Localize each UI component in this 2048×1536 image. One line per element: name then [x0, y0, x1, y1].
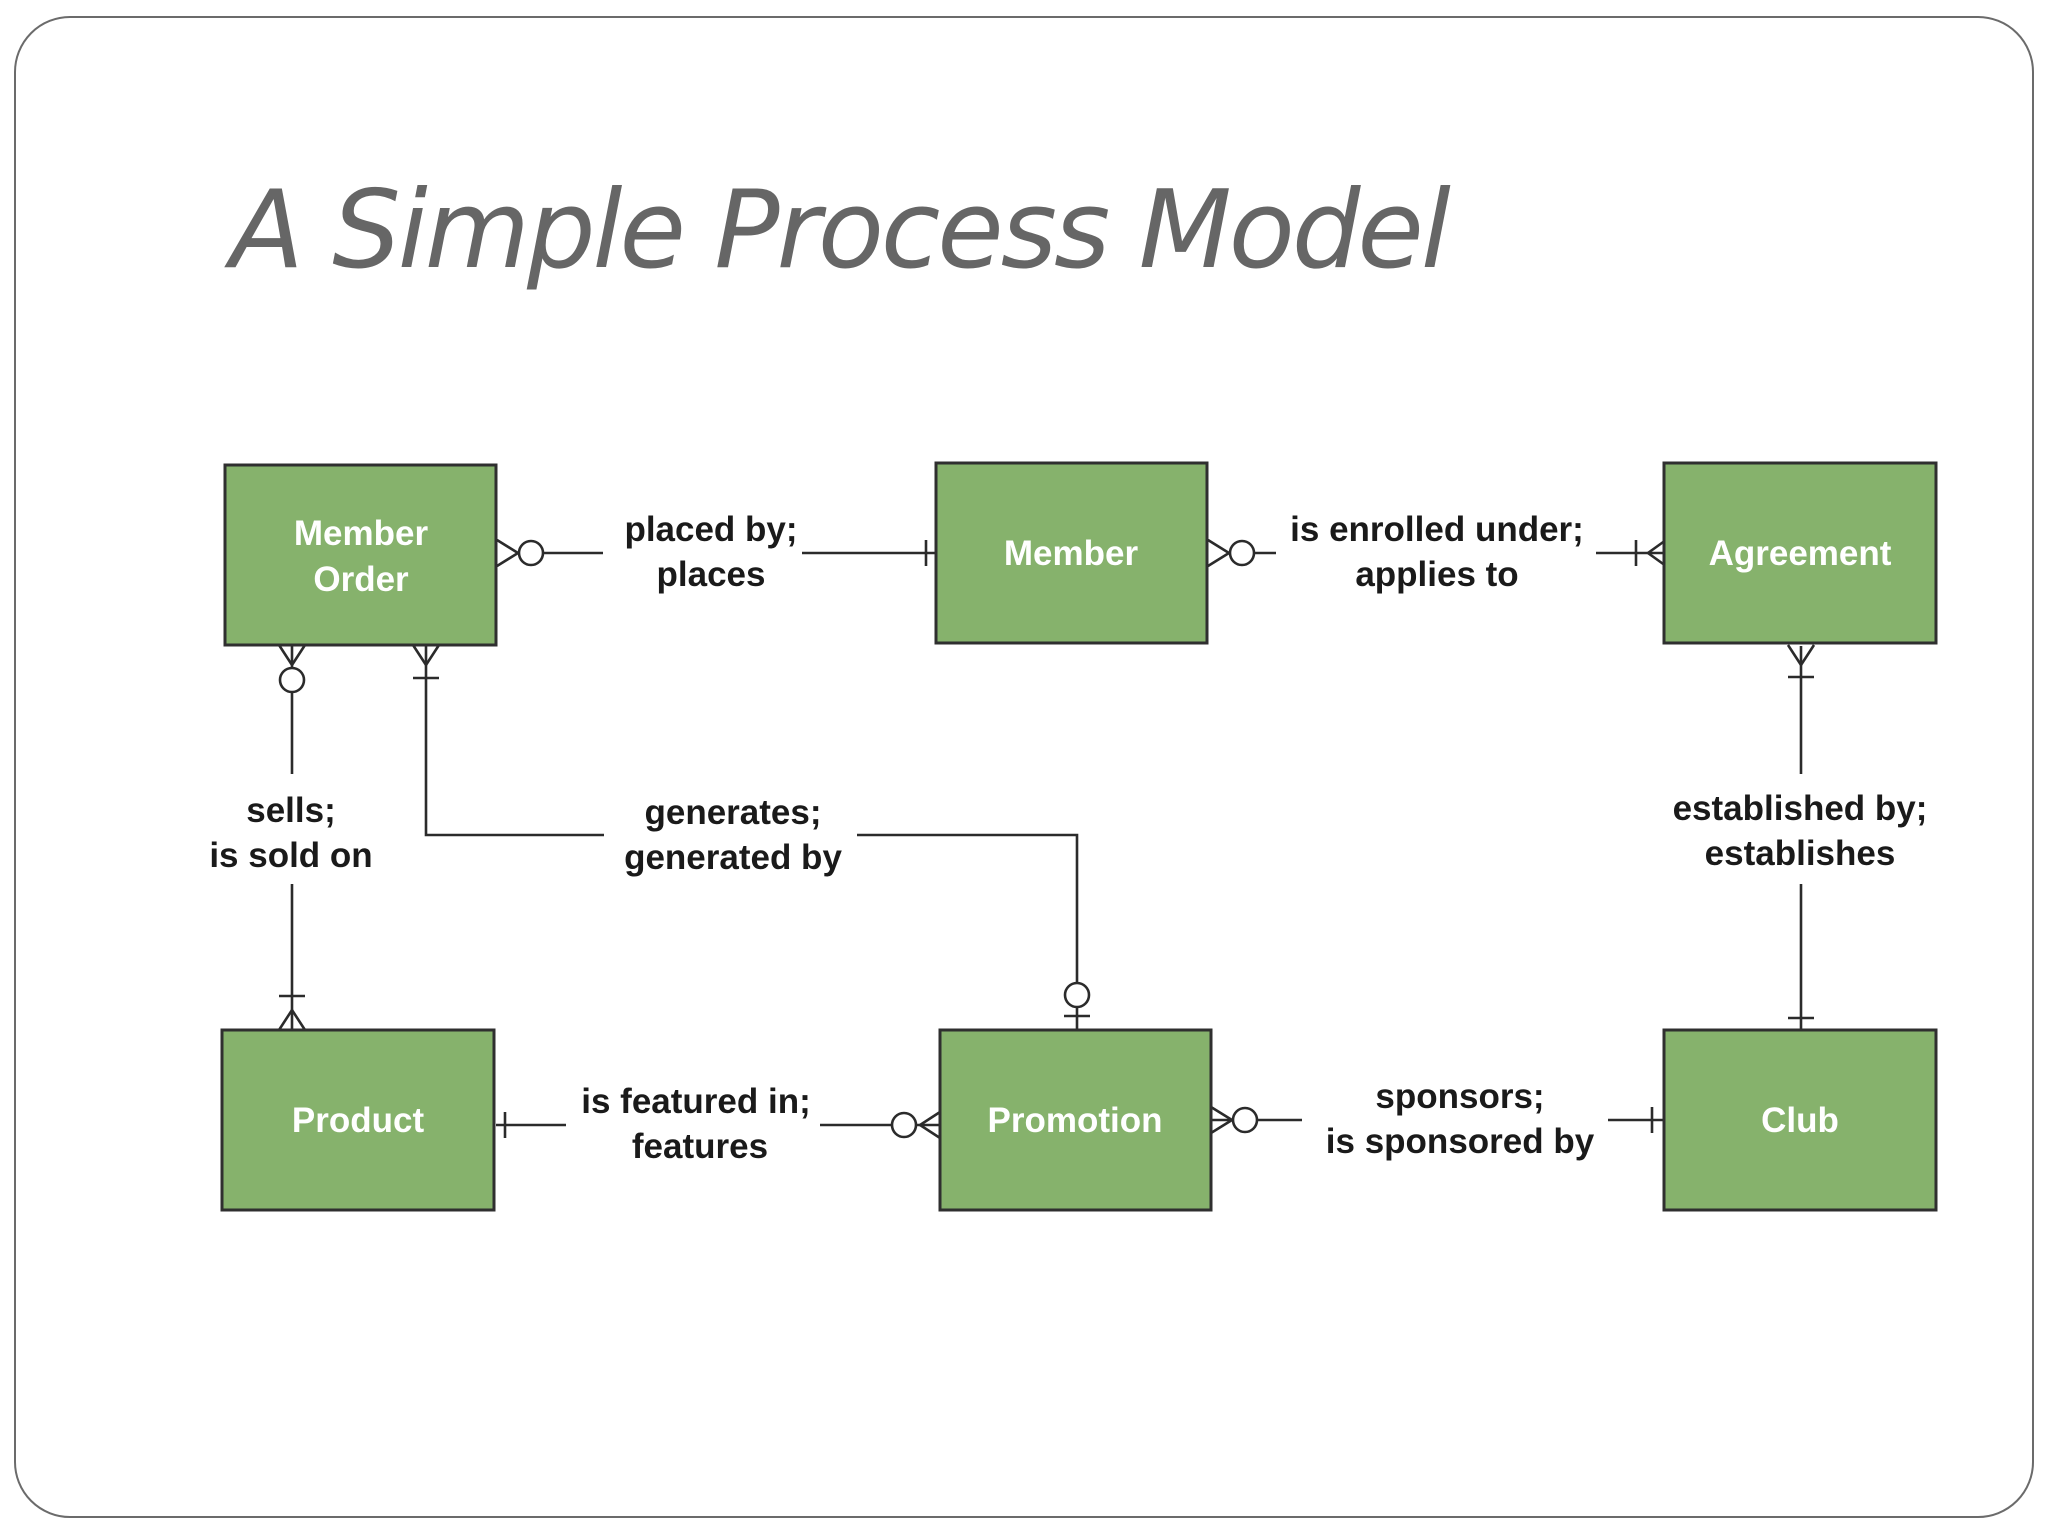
zero-or-many-icon [1207, 538, 1256, 568]
line-generates-right [857, 833, 1079, 1030]
relationship-generates: generates; generated by [624, 793, 842, 877]
zero-or-one-icon [1063, 981, 1091, 1018]
entity-label: Club [1761, 1101, 1839, 1140]
relationship-label: is enrolled under; [1290, 510, 1584, 549]
relationship-label: features [632, 1127, 768, 1166]
relationship-label: is sponsored by [1326, 1122, 1595, 1161]
zero-or-many-icon [496, 538, 545, 568]
relationship-label: sells; [246, 791, 336, 830]
zero-or-many-icon [1210, 1105, 1259, 1135]
entity-label: Agreement [1709, 534, 1892, 573]
entity-label: Member [294, 514, 429, 553]
connector-lines [290, 551, 1803, 1127]
relationship-label: generates; [644, 793, 821, 832]
entity-member: Member [934, 461, 1209, 645]
slide-title: A Simple Process Model [230, 168, 1451, 293]
zero-or-many-icon [277, 644, 307, 694]
line-generates-left [424, 646, 604, 837]
zero-or-many-icon [890, 1110, 941, 1140]
cardinality-markers [277, 538, 1816, 1140]
relationship-established: established by; establishes [1673, 789, 1928, 873]
relationship-places: placed by; places [624, 510, 797, 594]
relationship-label: is featured in; [581, 1082, 810, 1121]
relationship-label: places [657, 555, 766, 594]
entity-label: Product [292, 1101, 425, 1140]
one-or-many-icon [1634, 538, 1667, 568]
one-or-many-icon [1786, 644, 1816, 679]
relationship-label: applies to [1355, 555, 1518, 594]
relationship-label: placed by; [624, 510, 797, 549]
entity-agreement: Agreement [1662, 461, 1938, 645]
relationship-label: is sold on [209, 836, 372, 875]
entity-club: Club [1662, 1028, 1938, 1212]
relationship-featured: is featured in; features [581, 1082, 810, 1166]
entity-label: Order [313, 560, 409, 599]
relationship-label: established by; [1673, 789, 1928, 828]
entity-label: Member [1004, 534, 1139, 573]
entity-product: Product [220, 1028, 496, 1212]
slide-frame [14, 16, 2034, 1518]
entity-promotion: Promotion [938, 1028, 1213, 1212]
entity-member-order: Member Order [223, 463, 498, 647]
one-or-many-icon [277, 994, 307, 1031]
relationship-enrolled: is enrolled under; applies to [1290, 510, 1584, 594]
entity-label: Promotion [988, 1101, 1163, 1140]
one-or-many-icon [411, 644, 441, 680]
relationship-label: generated by [624, 838, 842, 877]
relationship-label: establishes [1705, 834, 1896, 873]
relationship-sponsors: sponsors; is sponsored by [1326, 1077, 1595, 1161]
relationship-sells: sells; is sold on [209, 791, 372, 875]
relationship-label: sponsors; [1375, 1077, 1544, 1116]
